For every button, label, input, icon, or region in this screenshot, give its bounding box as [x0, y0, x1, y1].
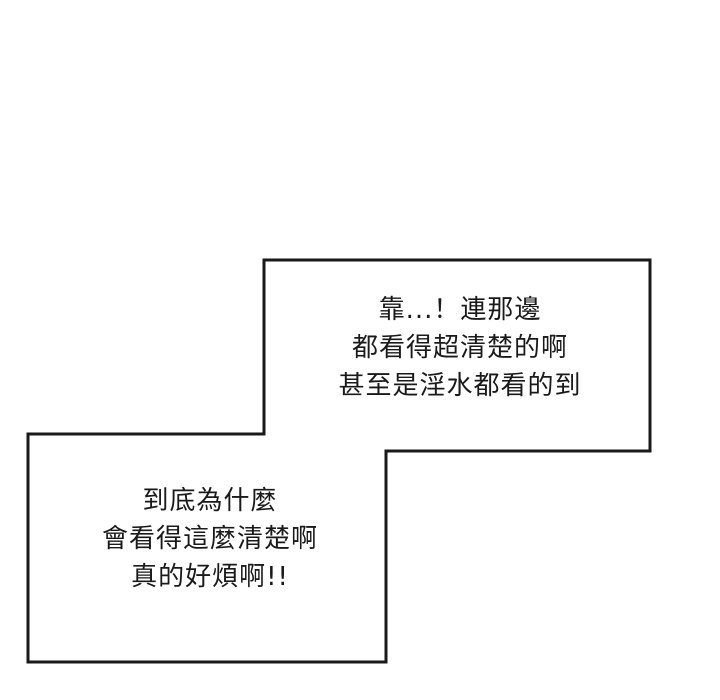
caption-box-border — [26, 258, 652, 664]
lower-caption-line: 到底為什麼 — [142, 486, 278, 516]
upper-caption-line: 都看得超清楚的啊 — [351, 333, 568, 363]
lower-caption-line: 會看得這麼清楚啊 — [101, 524, 318, 554]
upper-caption-line: 靠...！連那邊 — [378, 295, 542, 325]
upper-caption-line: 甚至是淫水都看的到 — [338, 371, 582, 401]
upper-caption-text: 靠...！連那邊 都看得超清楚的啊 甚至是淫水都看的到 — [300, 291, 620, 405]
lower-caption-line: 真的好煩啊!! — [131, 562, 289, 592]
lower-caption-text: 到底為什麼 會看得這麼清楚啊 真的好煩啊!! — [60, 482, 360, 596]
